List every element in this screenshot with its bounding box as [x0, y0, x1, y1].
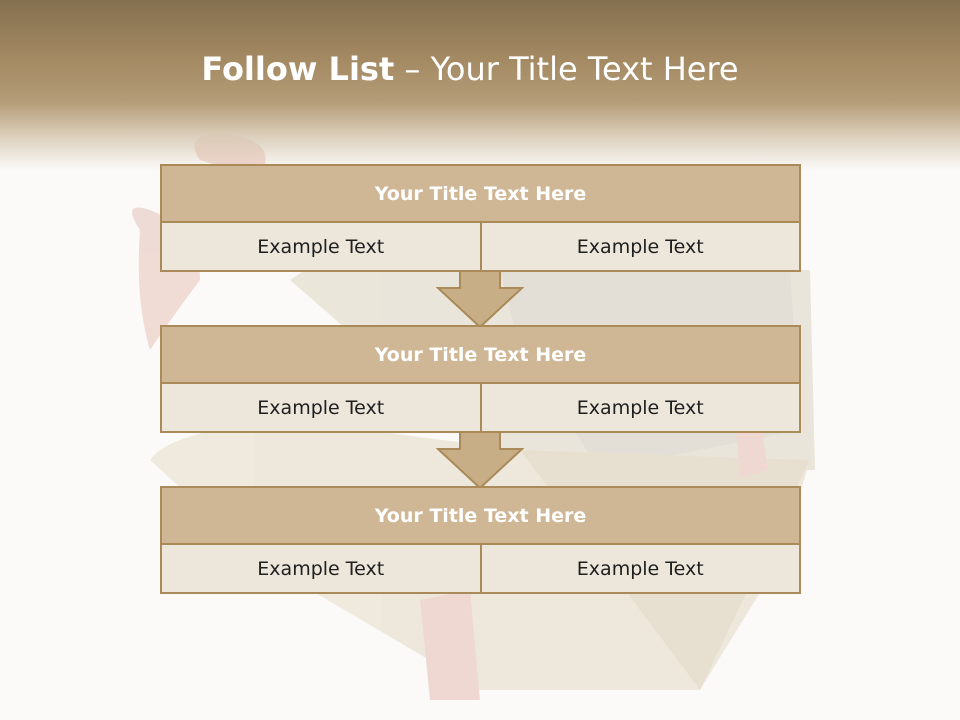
step-cell-left: Example Text: [257, 557, 385, 580]
step-cell-left: Example Text: [257, 396, 385, 419]
step-cell-right: Example Text: [479, 223, 800, 270]
step-title: Your Title Text Here: [162, 327, 799, 384]
step-row: Example Text Example Text: [162, 384, 799, 431]
step-block: Your Title Text Here Example Text Exampl…: [160, 325, 801, 433]
step-block: Your Title Text Here Example Text Exampl…: [160, 486, 801, 594]
slide-title: Follow List – Your Title Text Here: [0, 50, 940, 88]
step-cell-right: Example Text: [479, 384, 800, 431]
step-title: Your Title Text Here: [162, 166, 799, 223]
step-cell-right: Example Text: [479, 545, 800, 592]
slide-title-rest: – Your Title Text Here: [394, 50, 739, 88]
step-row: Example Text Example Text: [162, 545, 799, 592]
step-block: Your Title Text Here Example Text Exampl…: [160, 164, 801, 272]
down-arrow-icon: [436, 431, 524, 489]
slide-title-bold: Follow List: [201, 50, 395, 88]
step-cell-left: Example Text: [257, 235, 385, 258]
title-header-band: Follow List – Your Title Text Here: [0, 0, 960, 170]
step-row: Example Text Example Text: [162, 223, 799, 270]
step-title: Your Title Text Here: [162, 488, 799, 545]
down-arrow-icon: [436, 270, 524, 328]
